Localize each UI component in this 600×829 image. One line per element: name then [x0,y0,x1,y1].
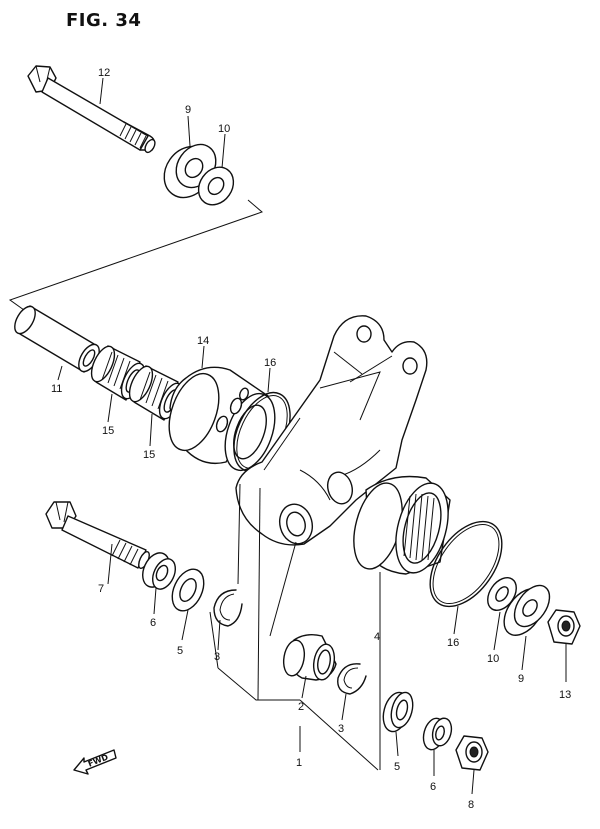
callout-16: 16 [264,357,276,369]
bushing-2 [282,633,337,681]
washer-10-top [197,166,235,206]
callout-5: 5 [177,645,183,657]
nut-13 [547,609,581,645]
callout-7: 7 [98,583,104,595]
fwd-label: FWD [87,752,110,768]
callout-6: 6 [150,617,156,629]
callout-9: 9 [185,104,191,116]
callout-8: 8 [468,799,474,811]
spacer-9-bottom [503,584,551,636]
callout-4: 4 [374,631,380,643]
circlip-3-right [337,663,367,695]
assembly-lines [209,483,381,771]
figure-title: FIG. 34 [66,10,142,31]
callout-2: 2 [298,701,304,713]
callout-1: 1 [296,757,302,769]
leader-lines [57,77,567,795]
washer-5-left [171,568,205,612]
spacer-9-top [163,143,217,199]
callout-3: 3 [338,723,344,735]
leader-top [8,199,263,311]
spacer-14 [168,366,276,472]
spacer-6-right [422,717,453,751]
bolt-12 [27,65,156,154]
callout-10: 10 [487,653,499,665]
spacer-6-left [142,552,177,590]
oring-16-bottom [429,520,503,608]
fwd-arrow: FWD [73,749,117,775]
callout-15: 15 [102,425,114,437]
bolt-7 [45,501,150,570]
callout-15: 15 [143,449,155,461]
circlip-3-left [213,589,243,627]
cushion-lever [235,315,428,546]
callout-11: 11 [51,383,62,395]
callout-3: 3 [214,651,220,663]
callout-9: 9 [518,673,524,685]
nut-8 [455,735,489,771]
callout-16: 16 [447,637,459,649]
callout-12: 12 [98,67,110,79]
callout-13: 13 [559,689,571,701]
collar-11 [14,305,100,373]
callout-5: 5 [394,761,400,773]
bearing-4 [353,475,451,575]
callout-labels: 12 9 10 14 16 11 15 15 7 6 5 3 4 16 10 9… [51,67,571,811]
callout-6: 6 [430,781,436,793]
callout-14: 14 [197,335,209,347]
callout-10: 10 [218,123,230,135]
washer-10-bottom [487,577,517,611]
seal-5-right [382,691,414,733]
